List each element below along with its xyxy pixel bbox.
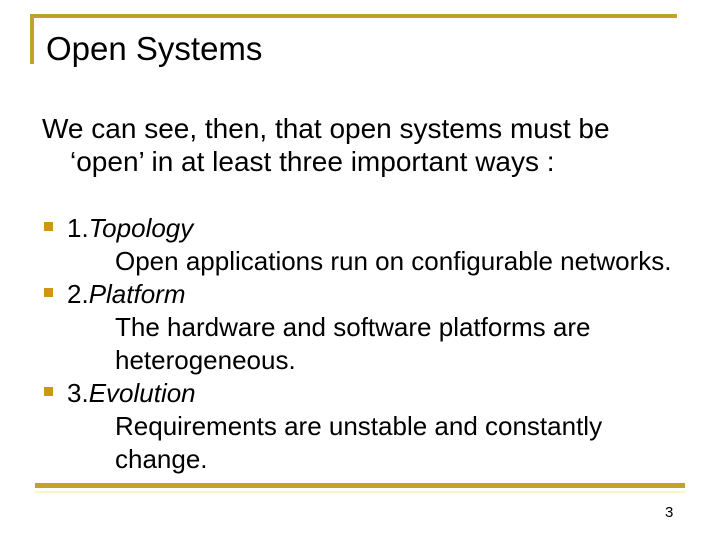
bullet-number: 2. [67,279,89,309]
bullet-item: 1.Topology Open applications run on conf… [44,212,704,278]
bullet-square-icon [44,387,53,396]
page-number: 3 [665,504,674,521]
intro-paragraph: We can see, then, that open systems must… [42,112,610,178]
bullet-desc-line: Open applications run on configurable ne… [115,246,672,276]
bullet-square-icon [44,288,53,297]
intro-line-1: We can see, then, that open systems must… [42,113,610,144]
bullet-item: 2.Platform The hardware and software pla… [44,278,704,377]
bullet-term: Platform [88,279,186,309]
top-rule [30,14,677,18]
bullet-head: 2.Platform [44,278,704,311]
bullet-number: 1. [67,213,89,243]
bullet-term: Topology [88,213,194,243]
bullet-head: 1.Topology [44,212,704,245]
bullet-desc-line: The hardware and software platforms are [115,312,591,342]
bullet-square-icon [44,222,53,231]
bullet-term: Evolution [88,378,196,408]
intro-line-2: ‘open’ in at least three important ways … [70,146,555,177]
bottom-rule [35,483,685,488]
bullet-list: 1.Topology Open applications run on conf… [44,212,704,476]
bullet-desc-line: change. [115,444,208,474]
bullet-desc-line: Requirements are unstable and constantly [115,411,603,441]
slide-title: Open Systems [46,30,263,67]
bullet-item: 3.Evolution Requirements are unstable an… [44,377,704,476]
bullet-head: 3.Evolution [44,377,704,410]
bullet-number: 3. [67,378,89,408]
title-accent-bar [30,14,34,64]
bottom-rule-thin [35,491,685,493]
bullet-desc-line: heterogeneous. [115,345,296,375]
